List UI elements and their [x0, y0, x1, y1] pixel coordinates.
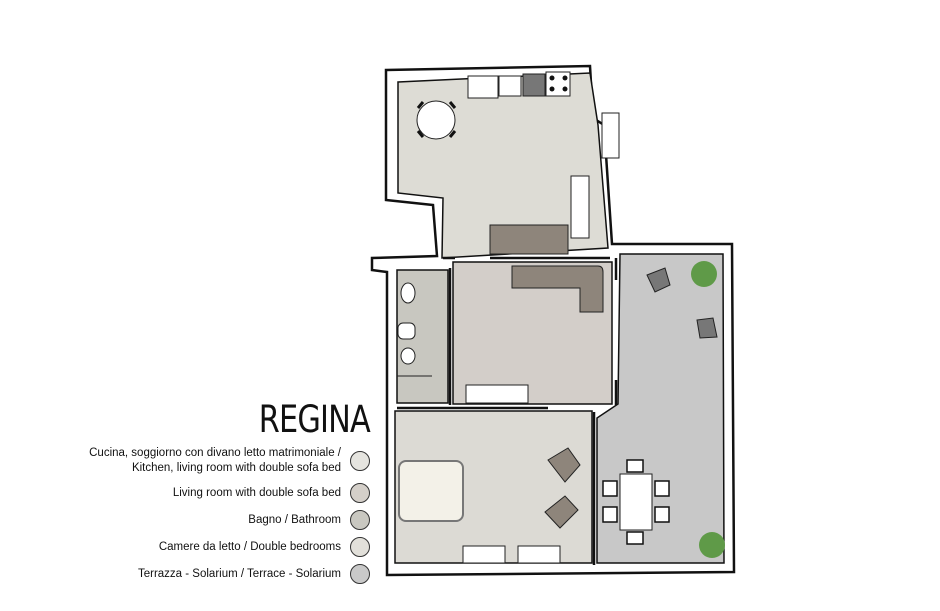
legend-label-line: Kitchen, living room with double sofa be…: [131, 462, 341, 474]
legend-label: Camere da letto / Double bedrooms: [158, 540, 341, 553]
legend-label-line: Cucina, soggiorno con divano letto matri…: [89, 447, 341, 459]
legend-label: Cucina, soggiorno con divano letto matri…: [89, 446, 341, 476]
legend-swatch: [350, 451, 370, 471]
terrace-chairs: [602, 459, 670, 545]
bathroom-fixtures: [397, 282, 432, 377]
legend: Cucina, soggiorno con divano letto matri…: [60, 446, 370, 591]
kitchen-sofa: [489, 224, 569, 255]
lounge-chairs: [646, 267, 718, 339]
stove-burners-icon: [549, 75, 568, 92]
legend-swatch: [350, 510, 370, 530]
living-sofa: [511, 265, 604, 313]
legend-item-terrace: Terrazza - Solarium / Terrace - Solarium: [60, 564, 370, 584]
interior-walls: [397, 256, 618, 565]
tv-cabinet: [465, 384, 529, 404]
plan-title: REGINA: [258, 398, 371, 441]
window-box: [601, 112, 620, 159]
chair-icons: [416, 101, 457, 138]
legend-label: Terrazza - Solarium / Terrace - Solarium: [137, 567, 341, 580]
legend-item-bathroom: Bagno / Bathroom: [60, 510, 370, 530]
wardrobe: [462, 545, 506, 564]
kitchen-counter: [467, 71, 571, 99]
legend-swatch: [350, 537, 370, 557]
wardrobe: [517, 545, 561, 564]
armchairs: [544, 447, 581, 529]
legend-label: Bagno / Bathroom: [248, 513, 341, 526]
kitchen-cabinet: [570, 175, 590, 239]
legend-item-kitchen: Cucina, soggiorno con divano letto matri…: [60, 446, 370, 476]
legend-item-living: Living room with double sofa bed: [60, 483, 370, 503]
legend-swatch: [350, 564, 370, 584]
bed: [398, 460, 464, 522]
legend-label: Living room with double sofa bed: [172, 486, 341, 499]
legend-item-bedroom: Camere da letto / Double bedrooms: [60, 537, 370, 557]
plant-icon: [691, 261, 725, 558]
legend-swatch: [350, 483, 370, 503]
dining-table-round: [416, 100, 456, 140]
terrace-table: [619, 473, 653, 531]
